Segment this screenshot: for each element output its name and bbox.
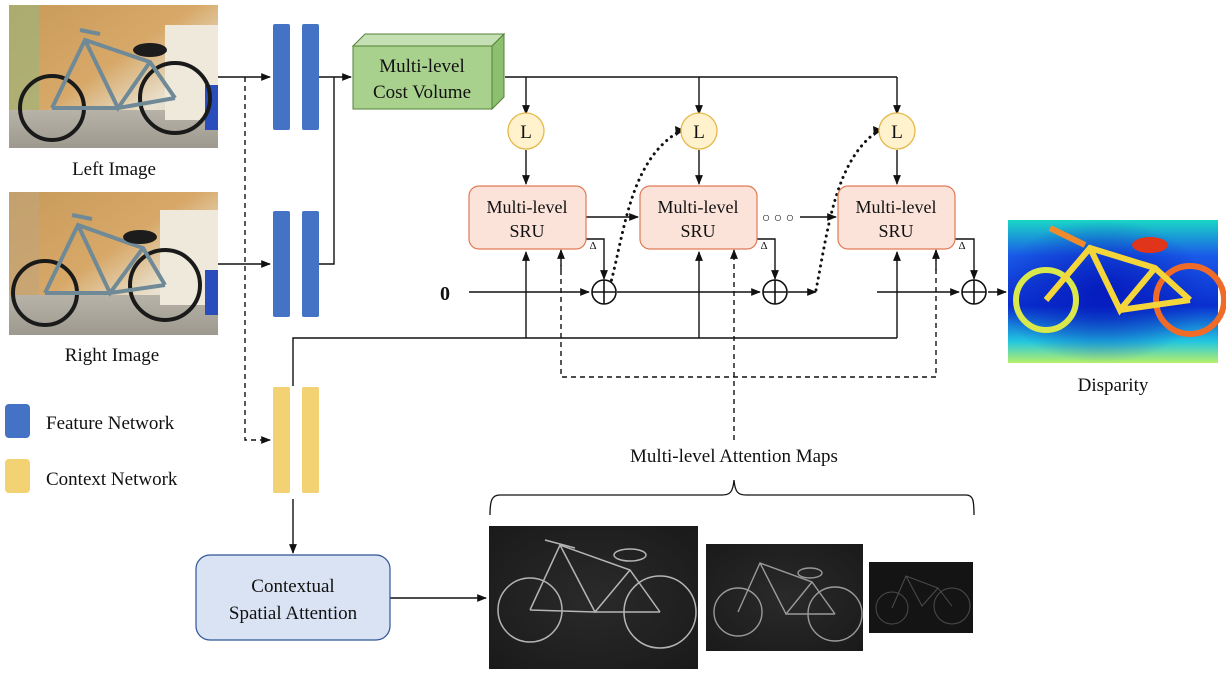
plus-node-2 (762, 279, 788, 305)
initial-value: 0 (440, 283, 450, 305)
lookup-node-1: L (507, 112, 545, 150)
dotted-arrowhead (675, 126, 684, 136)
csa-label-line2: Spatial Attention (229, 603, 358, 624)
lookup-node-2: L (680, 112, 718, 150)
connections (218, 73, 1007, 602)
left-image (9, 5, 218, 148)
svg-text:L: L (693, 122, 705, 143)
dotted-arrowhead (873, 126, 882, 136)
disparity-label: Disparity (1078, 375, 1149, 396)
attention-maps-label: Multi-level Attention Maps (630, 446, 838, 467)
disparity-map (1008, 220, 1226, 363)
sru-block-3: Multi-level SRU (837, 185, 956, 250)
svg-text:Multi-level: Multi-level (856, 197, 937, 217)
right-image-label: Right Image (65, 345, 159, 366)
attention-map-level-1 (489, 526, 698, 669)
svg-text:L: L (520, 122, 532, 143)
legend-swatch-feature (5, 404, 30, 438)
lookup-node-3: L (878, 112, 916, 150)
csa-label-line1: Contextual (251, 576, 334, 597)
feature-network-right (273, 211, 319, 317)
svg-text:Multi-level: Multi-level (487, 197, 568, 217)
plus-node-1 (591, 279, 617, 305)
left-image-label: Left Image (72, 159, 156, 180)
sru-block-1: Multi-level SRU (468, 185, 587, 250)
svg-text:L: L (891, 122, 903, 143)
contextual-spatial-attention: Contextual Spatial Attention (195, 554, 391, 641)
svg-text:SRU: SRU (878, 221, 913, 241)
context-network (273, 387, 319, 493)
plus-node-3 (961, 279, 987, 305)
cost-volume-label-line2: Cost Volume (373, 82, 471, 103)
right-image (9, 192, 218, 335)
attention-maps-brace (489, 479, 975, 516)
svg-text:Multi-level: Multi-level (658, 197, 739, 217)
sru-block-2: Multi-level SRU (639, 185, 758, 250)
legend: Feature Network Context Network (5, 404, 178, 493)
feature-network-left (273, 24, 319, 130)
legend-swatch-context (5, 459, 30, 493)
cost-volume-label-line1: Multi-level (379, 56, 464, 77)
ellipsis: ○ ○ ○ (762, 211, 794, 226)
attention-map-level-2 (706, 544, 863, 651)
svg-text:SRU: SRU (680, 221, 715, 241)
attention-map-level-3 (869, 562, 973, 633)
legend-label-context: Context Network (46, 469, 178, 490)
delta-label-2: Δ (760, 240, 767, 252)
cost-volume: Multi-level Cost Volume (351, 32, 506, 111)
svg-text:SRU: SRU (509, 221, 544, 241)
legend-label-feature: Feature Network (46, 413, 175, 434)
delta-label-1: Δ (589, 240, 596, 252)
delta-label-3: Δ (958, 240, 965, 252)
